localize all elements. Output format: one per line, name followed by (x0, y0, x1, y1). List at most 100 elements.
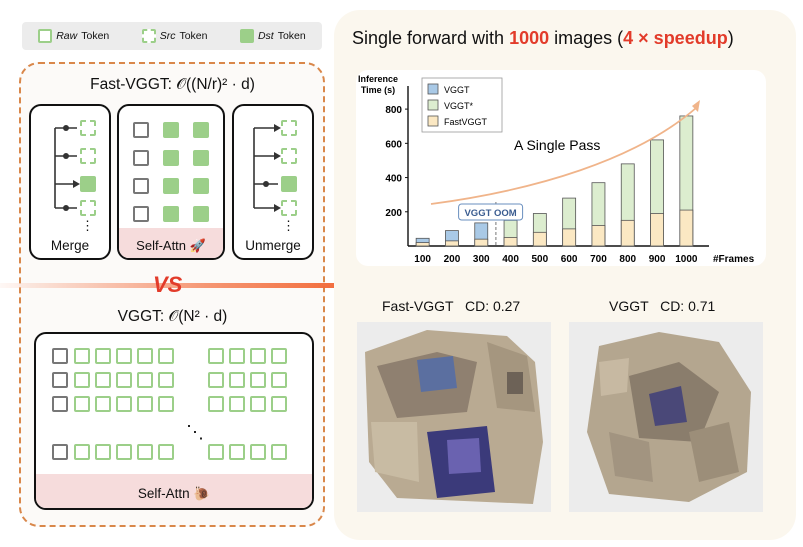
headline-speedup: 4 × speedup (623, 28, 728, 48)
raw-token (250, 444, 266, 460)
dst-token (193, 206, 209, 222)
y-tick-label: 200 (385, 208, 402, 219)
x-axis-label: #Frames (713, 254, 755, 265)
raw-token (133, 206, 149, 222)
vggt-self-attn-label: Self-Attn 🐌 (137, 486, 211, 501)
raw-token (52, 396, 68, 412)
headline-suffix: ) (727, 28, 734, 48)
raw-token (74, 348, 90, 364)
merge-box: ⋮ Merge (29, 104, 111, 260)
dst-token (193, 150, 209, 166)
x-tick-label: 100 (414, 254, 431, 265)
bar-fastvggt (620, 219, 635, 247)
y-tick-label: 800 (385, 105, 402, 116)
legend-dst-italic: Dst (257, 30, 274, 42)
raw-token (250, 372, 266, 388)
bar-fastvggt (650, 213, 664, 247)
fast-self-attn-box: Self-Attn 🚀 (117, 104, 225, 260)
oom-label: VGGT OOM (464, 208, 516, 219)
raw-token (271, 396, 287, 412)
raw-token (137, 372, 153, 388)
legend-swatch-fastvggt (427, 115, 439, 127)
raw-token (52, 348, 68, 364)
src-token (80, 148, 96, 164)
dst-token (163, 178, 179, 194)
raw-token (271, 348, 287, 364)
y-tick-label: 600 (385, 139, 402, 150)
dst-token (193, 122, 209, 138)
src-token (281, 148, 297, 164)
vggt-point-cloud-render (587, 332, 751, 502)
legend-src-text: Token (179, 30, 208, 42)
raw-token (208, 444, 224, 460)
raw-token (271, 444, 287, 460)
oom-badge (458, 203, 524, 221)
y-tick-label: 400 (385, 174, 402, 185)
raw-token (158, 444, 174, 460)
vggt-ellipsis: ⋱ (186, 422, 204, 442)
x-tick-label: 600 (561, 254, 578, 265)
src-token (281, 200, 297, 216)
raw-token (52, 372, 68, 388)
unmerge-box: ⋮ Unmerge (232, 104, 314, 260)
x-tick-label: 800 (619, 254, 636, 265)
vggt-result-label: VGGT CD: 0.71 (609, 298, 716, 314)
headline-middle: images ( (549, 28, 624, 48)
merge-ellipsis: ⋮ (81, 218, 94, 233)
raw-token (74, 396, 90, 412)
raw-token (133, 150, 149, 166)
unmerge-tree-icon (253, 124, 281, 212)
self-attn-band (36, 474, 312, 508)
raw-token (116, 348, 132, 364)
legend-swatch-vggt-star (427, 99, 439, 111)
vggt-title: VGGT: 𝒪(N² · d) (117, 308, 228, 325)
legend-src: Src Token (141, 29, 208, 43)
raw-token (74, 372, 90, 388)
raw-token (250, 348, 266, 364)
raw-token (95, 348, 111, 364)
raw-token (229, 444, 245, 460)
x-tick-label: 900 (649, 254, 666, 265)
raw-token (158, 372, 174, 388)
raw-token (208, 348, 224, 364)
dst-token (281, 176, 297, 192)
raw-token-swatch (38, 29, 53, 43)
raw-token (52, 444, 68, 460)
raw-token (74, 444, 90, 460)
headline: Single forward with 1000 images (4 × spe… (352, 28, 734, 49)
fast-vggt-point-cloud-image (357, 322, 551, 512)
raw-token (116, 444, 132, 460)
unmerge-label: Unmerge (245, 238, 301, 253)
legend-swatch-vggt (427, 83, 439, 95)
bar-fastvggt (679, 209, 694, 247)
bar-fastvggt (591, 225, 606, 247)
bar-fastvggt (474, 238, 489, 247)
self-attn-band (119, 228, 223, 258)
legend-dst-text: Token (277, 30, 306, 42)
growth-curve (430, 107, 697, 205)
token-legend: Raw Token Src Token Dst Token (22, 22, 322, 50)
bar-fastvggt (415, 242, 430, 247)
unmerge-ellipsis: ⋮ (282, 218, 295, 233)
raw-token (95, 396, 111, 412)
x-tick-label: 1000 (675, 254, 698, 265)
dst-token (163, 150, 179, 166)
x-tick-label: 500 (532, 254, 549, 265)
src-token-swatch (141, 29, 156, 43)
growth-curve-arrowhead (692, 100, 700, 112)
fast-vggt-point-cloud-render (365, 330, 543, 504)
legend-label: VGGT* (444, 101, 474, 111)
raw-token (116, 372, 132, 388)
raw-token (229, 396, 245, 412)
legend-dst: Dst Token (239, 29, 306, 43)
raw-token (250, 396, 266, 412)
raw-token (229, 348, 245, 364)
bar-fastvggt (562, 228, 577, 247)
legend-src-italic: Src (159, 30, 176, 42)
curve-annotation: A Single Pass (514, 137, 600, 153)
raw-token (133, 178, 149, 194)
merge-tree-icon (54, 125, 80, 211)
dst-token (163, 122, 179, 138)
x-tick-label: 300 (473, 254, 490, 265)
